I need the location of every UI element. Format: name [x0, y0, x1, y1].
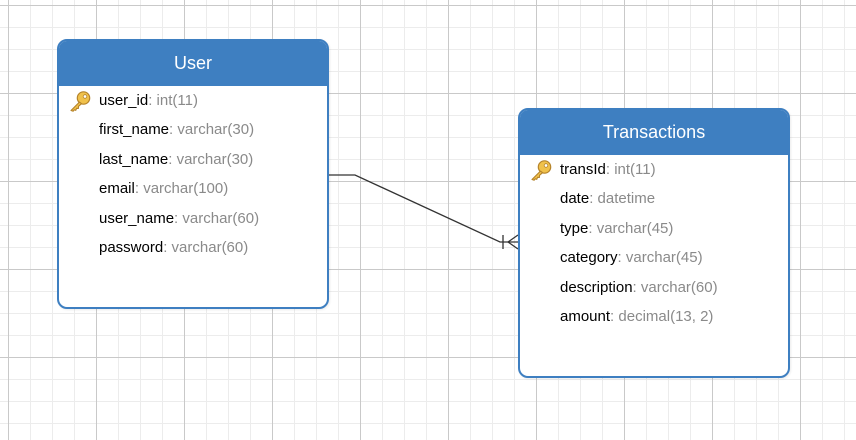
field-type: varchar(45) — [625, 249, 703, 267]
field-separator: : — [588, 219, 597, 237]
field-category[interactable]: category: varchar(45) — [520, 243, 788, 272]
field-name: email — [99, 180, 135, 198]
field-separator: : — [134, 180, 144, 198]
field-separator: : — [168, 150, 177, 168]
field-type: varchar(60) — [171, 238, 249, 256]
user-field-list: user_id: int(11) first_name: varchar(30)… — [59, 86, 327, 262]
field-amount[interactable]: amount: decimal(13, 2) — [520, 302, 788, 331]
relationship-crowfoot-lower — [507, 241, 519, 250]
field-name: type — [560, 219, 589, 237]
field-type: varchar(30) — [177, 121, 255, 139]
field-separator: : — [589, 190, 598, 208]
field-name: description — [560, 278, 633, 296]
field-separator: : — [605, 161, 615, 178]
user-table-title: User — [59, 41, 327, 86]
field-type: varchar(60) — [182, 209, 260, 227]
field-name: date — [560, 190, 590, 208]
field-type-column[interactable]: type: varchar(45) — [520, 214, 788, 243]
primary-key-icon — [531, 160, 552, 181]
transactions-field-list: transId: int(11) date: datetime type: va… — [520, 155, 788, 331]
field-user-id[interactable]: user_id: int(11) — [59, 86, 327, 115]
field-type: varchar(45) — [596, 219, 674, 237]
field-name: amount — [560, 307, 611, 325]
field-separator: : — [174, 209, 183, 227]
field-type: decimal(13, 2) — [618, 307, 714, 325]
field-separator: : — [632, 278, 641, 296]
field-name: password — [99, 238, 164, 256]
field-email[interactable]: email: varchar(100) — [59, 174, 327, 203]
field-last-name[interactable]: last_name: varchar(30) — [59, 145, 327, 174]
field-name: last_name — [99, 150, 169, 168]
field-type: varchar(100) — [143, 180, 229, 198]
field-name: user_id — [99, 92, 149, 109]
field-type: int(11) — [156, 92, 198, 109]
field-name: first_name — [99, 121, 170, 139]
primary-key-icon — [70, 91, 91, 112]
field-type: datetime — [597, 190, 656, 208]
field-first-name[interactable]: first_name: varchar(30) — [59, 115, 327, 144]
relationship-line — [329, 174, 518, 243]
field-user-name[interactable]: user_name: varchar(60) — [59, 204, 327, 233]
field-type: varchar(30) — [176, 150, 254, 168]
field-name: transId — [560, 161, 606, 178]
field-description[interactable]: description: varchar(60) — [520, 273, 788, 302]
field-separator: : — [169, 121, 178, 139]
field-separator: : — [148, 92, 157, 109]
transactions-table-title: Transactions — [520, 110, 788, 155]
field-name: category — [560, 249, 618, 267]
field-date[interactable]: date: datetime — [520, 184, 788, 213]
field-type: int(11) — [614, 161, 656, 178]
field-separator: : — [617, 249, 626, 267]
field-separator: : — [163, 238, 172, 256]
field-separator: : — [610, 307, 619, 325]
field-password[interactable]: password: varchar(60) — [59, 233, 327, 262]
user-table[interactable]: User user_id: int(11) first_name: varcha… — [57, 39, 329, 309]
field-trans-id[interactable]: transId: int(11) — [520, 155, 788, 184]
relationship-crowfoot-upper — [507, 234, 519, 243]
field-name: user_name — [99, 209, 175, 227]
transactions-table[interactable]: Transactions transId: int(11) date: date… — [518, 108, 790, 378]
field-type: varchar(60) — [640, 278, 718, 296]
